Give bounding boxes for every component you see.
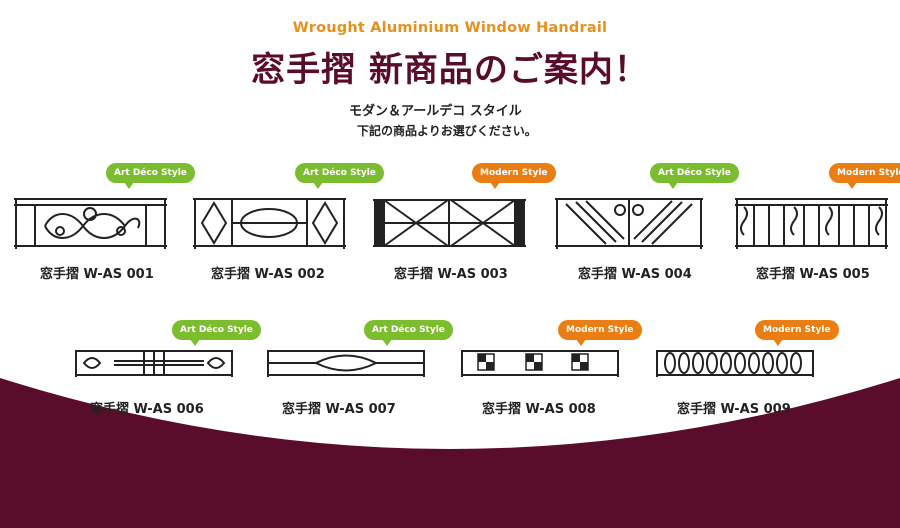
style-badge: Modern Style xyxy=(558,320,642,346)
handrail-image xyxy=(267,350,425,377)
handrail-image xyxy=(373,199,526,247)
product-w-as-001[interactable]: Art Déco Style 窓手摺 W-AS 001 xyxy=(13,160,195,290)
product-label: 窓手摺 W-AS 001 xyxy=(40,267,154,282)
product-w-as-008[interactable]: Modern Style 窓手摺 W-AS 008 xyxy=(460,318,642,428)
product-w-as-009[interactable]: Modern Style 窓手摺 W-AS 009 xyxy=(655,318,839,428)
description: 下記の商品よりお選びください。 xyxy=(357,124,537,138)
product-label: 窓手摺 W-AS 005 xyxy=(756,267,870,282)
handrail-image xyxy=(735,198,888,249)
product-label: 窓手摺 W-AS 008 xyxy=(482,402,596,417)
product-label: 窓手摺 W-AS 002 xyxy=(211,267,325,282)
page-title: 窓手摺 新商品のご案内！ xyxy=(251,50,649,90)
product-label: 窓手摺 W-AS 009 xyxy=(677,402,791,417)
product-w-as-002[interactable]: Art Déco Style 窓手摺 W-AS 002 xyxy=(192,160,384,290)
handrail-image xyxy=(461,350,619,377)
style-subtitle: モダン＆アールデコ スタイル xyxy=(349,104,522,119)
handrail-image xyxy=(656,350,814,377)
handrail-image xyxy=(555,198,703,249)
product-w-as-003[interactable]: Modern Style 窓手摺 W-AS 003 xyxy=(372,160,556,290)
style-badge: Modern Style xyxy=(829,163,900,189)
product-w-as-004[interactable]: Art Déco Style 窓手摺 W-AS 004 xyxy=(554,160,739,290)
style-badge: Modern Style xyxy=(755,320,839,346)
product-label: 窓手摺 W-AS 007 xyxy=(282,402,396,417)
product-w-as-007[interactable]: Art Déco Style 窓手摺 W-AS 007 xyxy=(266,318,453,428)
style-badge: Art Déco Style xyxy=(650,163,739,189)
handrail-image xyxy=(75,350,233,377)
style-badge: Art Déco Style xyxy=(364,320,453,346)
product-label: 窓手摺 W-AS 006 xyxy=(90,402,204,417)
style-badge: Art Déco Style xyxy=(106,163,195,189)
style-badge: Art Déco Style xyxy=(172,320,261,346)
product-w-as-005[interactable]: Modern Style 窓手摺 W-AS 005 xyxy=(734,160,900,290)
eyebrow-heading: Wrought Aluminium Window Handrail xyxy=(292,20,608,36)
style-badge: Modern Style xyxy=(472,163,556,189)
style-badge: Art Déco Style xyxy=(295,163,384,189)
product-label: 窓手摺 W-AS 003 xyxy=(394,267,508,282)
product-w-as-006[interactable]: Art Déco Style 窓手摺 W-AS 006 xyxy=(74,318,261,428)
handrail-image xyxy=(14,198,167,249)
product-label: 窓手摺 W-AS 004 xyxy=(578,267,692,282)
handrail-image xyxy=(193,198,346,249)
